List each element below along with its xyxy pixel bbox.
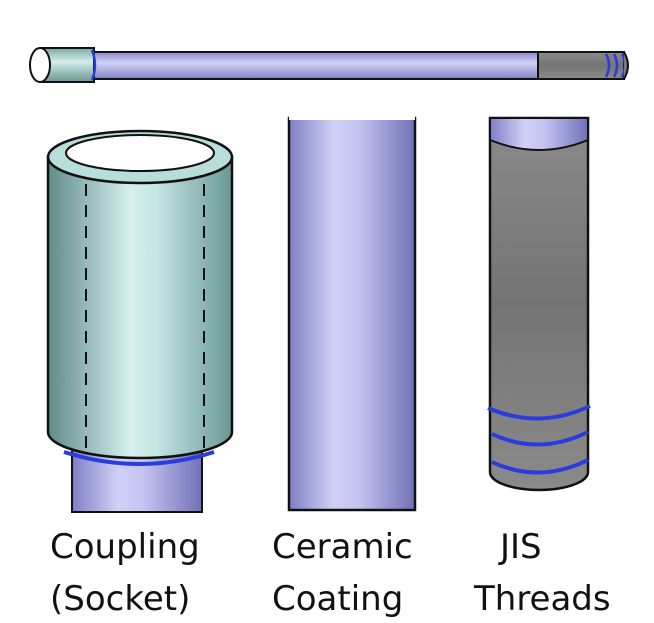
jis-rod-collar bbox=[489, 117, 589, 151]
jis-rod-end bbox=[488, 116, 590, 492]
jis-thread-line-1 bbox=[487, 404, 591, 421]
full-rod-overview bbox=[29, 47, 629, 83]
rod-end-cap bbox=[623, 51, 629, 80]
rod-coupling-edge bbox=[90, 49, 97, 81]
rod-threaded-end bbox=[537, 51, 625, 80]
jis-thread-line-2 bbox=[491, 430, 589, 447]
rod-coupling-opening bbox=[29, 47, 51, 83]
coupling-body bbox=[46, 155, 234, 460]
rod-shaft bbox=[89, 51, 541, 80]
jis-thread-line-3 bbox=[491, 458, 589, 475]
coupling-detail bbox=[46, 129, 234, 513]
jis-threads-detail bbox=[487, 116, 591, 492]
coupling-thread-seam bbox=[63, 450, 215, 466]
label-coupling-line2: (Socket) bbox=[50, 579, 190, 619]
label-jis-line1: JIS bbox=[498, 527, 542, 567]
coupling-opening bbox=[65, 134, 215, 172]
label-coupling-line1: Coupling bbox=[50, 527, 200, 567]
label-ceramic-line1: Ceramic bbox=[272, 527, 413, 567]
ceramic-coating-detail bbox=[287, 116, 417, 512]
labels: Coupling (Socket) Ceramic Coating JIS Th… bbox=[50, 527, 611, 619]
label-ceramic-line2: Coating bbox=[272, 579, 403, 619]
label-jis-line2: Threads bbox=[473, 579, 611, 619]
ceramic-rod-segment bbox=[287, 116, 417, 512]
